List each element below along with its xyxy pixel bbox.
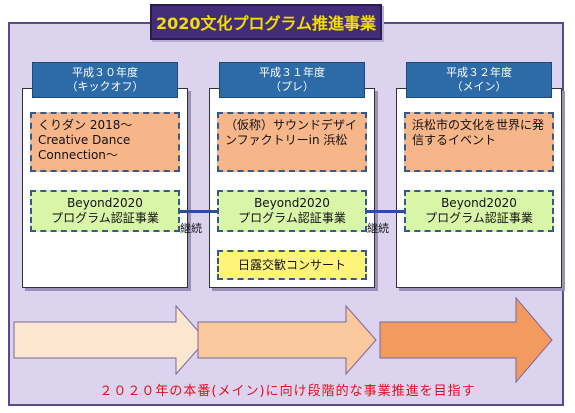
program-name: Beyond2020	[67, 196, 143, 210]
column-h30-event: くりダン 2018～ Creative Dance Connection～	[30, 112, 180, 172]
column-h31-program: Beyond2020 プログラム認証事業	[217, 190, 367, 232]
program-type: プログラム認証事業	[425, 211, 533, 225]
column-h30-header: 平成３０年度 （キックオフ）	[32, 62, 178, 98]
arrow-pre	[197, 304, 377, 376]
column-h30-year: 平成３０年度	[72, 66, 138, 79]
connector-line-2	[367, 210, 404, 213]
connector-label-1: 継続	[180, 222, 202, 235]
column-h31-extra: 日露交歓コンサート	[217, 250, 367, 280]
arrow-kickoff	[13, 304, 207, 376]
program-type: プログラム認証事業	[51, 211, 159, 225]
column-h32-header: 平成３２年度 （メイン）	[406, 62, 552, 98]
column-h32-program: Beyond2020 プログラム認証事業	[404, 190, 554, 232]
program-name: Beyond2020	[254, 196, 330, 210]
diagram-title: 2020文化プログラム推進事業	[150, 4, 382, 40]
column-h31-year: 平成３１年度	[259, 66, 325, 79]
connector-label-2: 継続	[367, 222, 389, 235]
column-h30-program: Beyond2020 プログラム認証事業	[30, 190, 180, 232]
column-h32-phase: （メイン）	[451, 80, 507, 93]
column-h31-event: （仮称）サウンドデザインファクトリーin 浜松	[217, 112, 367, 172]
column-h32-event: 浜松市の文化を世界に発信するイベント	[404, 112, 554, 172]
program-name: Beyond2020	[441, 196, 517, 210]
column-h30-phase: （キックオフ）	[66, 80, 144, 93]
program-type: プログラム認証事業	[238, 211, 346, 225]
connector-line-1	[180, 210, 217, 213]
column-h32-year: 平成３２年度	[446, 66, 512, 79]
column-h31-header: 平成３１年度 （プレ）	[219, 62, 365, 98]
arrow-main	[379, 296, 553, 384]
diagram-footer: ２０２０年の本番(メイン)に向け段階的な事業推進を目指す	[99, 384, 476, 399]
column-h31-phase: （プレ）	[270, 80, 314, 93]
